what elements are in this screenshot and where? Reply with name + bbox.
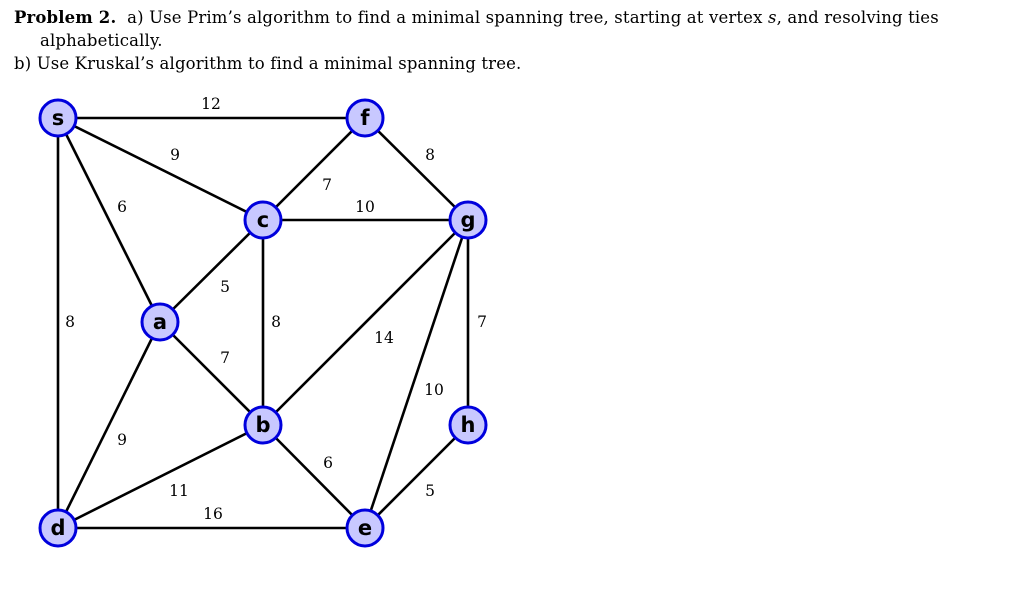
edge-weight-h-e: 5 [425, 482, 435, 500]
node-a: a [140, 302, 180, 342]
part-a-text-start: a) Use Prim’s algorithm to find a minima… [127, 8, 768, 27]
node-circle-s [38, 98, 78, 138]
edges-layer [56, 116, 470, 530]
edge-weight-c-b: 8 [271, 313, 281, 331]
edge-a-b [159, 321, 264, 426]
edge-weight-g-b: 14 [374, 329, 394, 347]
edge-weight-s-f: 12 [201, 95, 221, 113]
edge-weight-g-h: 7 [477, 313, 487, 331]
node-circle-h [448, 405, 488, 445]
node-label-d: d [50, 516, 65, 540]
node-circle-b [243, 405, 283, 445]
node-label-h: h [461, 413, 476, 437]
edge-weight-s-d: 8 [65, 313, 75, 331]
edge-f-g [364, 117, 469, 221]
weights-layer: 12 9 6 8 7 8 10 5 8 14 7 10 7 9 11 6 5 16 [65, 95, 487, 523]
edge-weight-f-g: 8 [425, 146, 435, 164]
node-f: f [345, 98, 385, 138]
edge-weight-s-a: 6 [117, 198, 127, 216]
edge-g-e [363, 219, 470, 529]
part-a-vertex-var: s [767, 8, 777, 27]
edge-weight-c-a: 5 [220, 278, 230, 296]
node-label-s: s [52, 106, 65, 130]
problem-part-a: Problem 2. a) Use Prim’s algorithm to fi… [14, 6, 1004, 29]
node-circle-f [345, 98, 385, 138]
part-a-text-end: , and resolving ties [776, 8, 939, 27]
edge-h-e [364, 424, 469, 529]
node-c: c [243, 200, 283, 240]
node-label-a: a [153, 310, 167, 334]
node-g: g [448, 200, 488, 240]
edge-c-a [159, 219, 264, 323]
node-circle-a [140, 302, 180, 342]
edge-f-c [262, 117, 366, 221]
edge-a-d [56, 321, 162, 529]
node-e: e [345, 508, 385, 548]
node-circle-d [38, 508, 78, 548]
node-s: s [38, 98, 78, 138]
nodes-layer: s f c g a b h d e [38, 98, 488, 548]
edge-g-b [262, 219, 469, 426]
node-b: b [243, 405, 283, 445]
node-label-g: g [460, 208, 475, 232]
edge-weight-a-b: 7 [220, 349, 230, 367]
node-label-c: c [257, 208, 269, 232]
edge-weight-f-c: 7 [322, 176, 332, 194]
node-label-b: b [255, 413, 270, 437]
edge-weight-a-d: 9 [117, 431, 127, 449]
edge-weight-b-e: 6 [323, 454, 333, 472]
node-label-e: e [358, 516, 372, 540]
edge-s-a [56, 117, 162, 323]
edge-weight-c-g: 10 [355, 198, 375, 216]
part-a-continuation: alphabetically. [40, 31, 163, 50]
problem-part-b: b) Use Kruskal’s algorithm to find a min… [14, 54, 522, 73]
node-circle-c [243, 200, 283, 240]
edge-weight-s-c: 9 [170, 146, 180, 164]
problem-title: Problem 2. [14, 8, 117, 27]
edge-weight-d-e: 16 [203, 505, 223, 523]
edge-s-c [57, 116, 264, 222]
edge-b-e [262, 424, 366, 529]
node-label-f: f [360, 106, 370, 130]
edge-weight-g-e: 10 [424, 381, 444, 399]
node-circle-g [448, 200, 488, 240]
node-d: d [38, 508, 78, 548]
node-circle-e [345, 508, 385, 548]
node-h: h [448, 405, 488, 445]
edge-weight-b-d: 11 [169, 482, 189, 500]
problem-statement: Problem 2. a) Use Prim’s algorithm to fi… [14, 6, 1004, 75]
edge-b-d [57, 423, 264, 530]
